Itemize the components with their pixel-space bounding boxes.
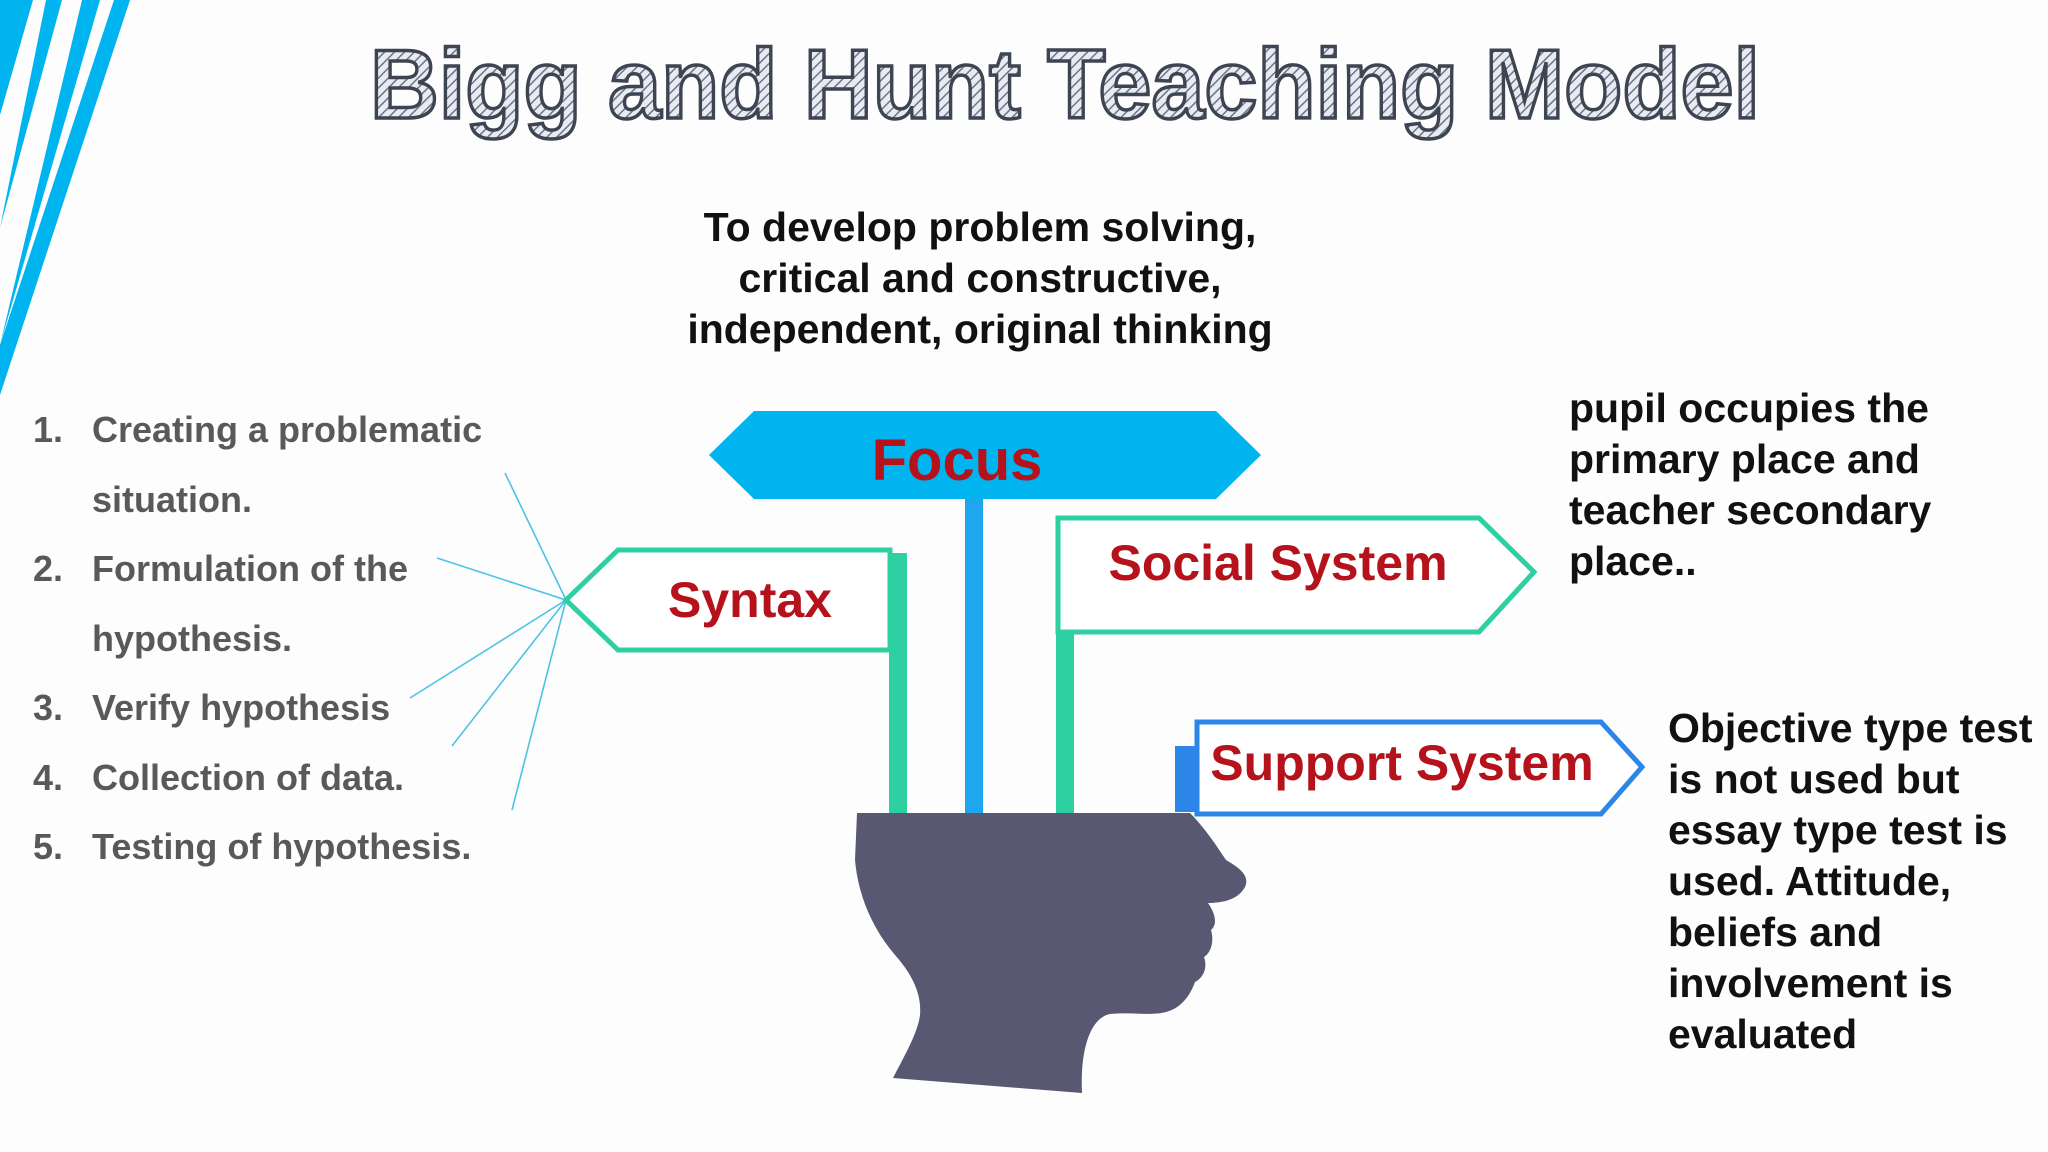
social-system-label: Social System [1108,535,1447,591]
step-text: Formulation of the hypothesis. [92,548,408,659]
step-text: Creating a problematic situation. [92,409,483,520]
syntax-post [889,553,907,813]
step-text: Collection of data. [92,756,405,798]
syntax-label: Syntax [668,572,832,628]
support-system-tab [1175,746,1197,812]
support-system-sign [1194,719,1646,817]
list-item: 2. Formulation of the hypothesis. [30,534,550,673]
step-text: Testing of hypothesis. [92,826,472,867]
step-number: 4. [33,756,64,798]
list-item: 4. Collection of data. [30,743,550,813]
head-silhouette [855,813,1247,1093]
list-item: 1. Creating a problematic situation. [30,395,550,534]
syntax-steps-list: 1. Creating a problematic situation. 2. … [30,395,550,882]
step-number: 1. [33,409,64,450]
social-post [1056,630,1074,813]
support-system-description: Objective type test is not used but essa… [1668,705,2033,1057]
focus-sign [709,411,1261,499]
step-text: Verify hypothesis [92,687,391,728]
focus-description: To develop problem solving, critical and… [687,204,1273,352]
corner-stripes [0,0,130,395]
list-item: 5. Testing of hypothesis. [30,812,550,882]
step-number: 5. [33,826,64,867]
focus-post [965,498,983,813]
focus-label: Focus [872,428,1043,493]
step-number: 2. [33,548,64,589]
social-system-sign [1055,515,1538,635]
social-system-description: pupil occupies the primary place and tea… [1569,385,1932,584]
support-system-label: Support System [1210,735,1593,791]
syntax-sign [562,547,893,653]
list-item: 3. Verify hypothesis [30,673,550,743]
syntax-connector-lines [409,472,567,811]
slide-title: Bigg and Hunt Teaching Model [370,29,1760,139]
step-number: 3. [33,687,64,728]
